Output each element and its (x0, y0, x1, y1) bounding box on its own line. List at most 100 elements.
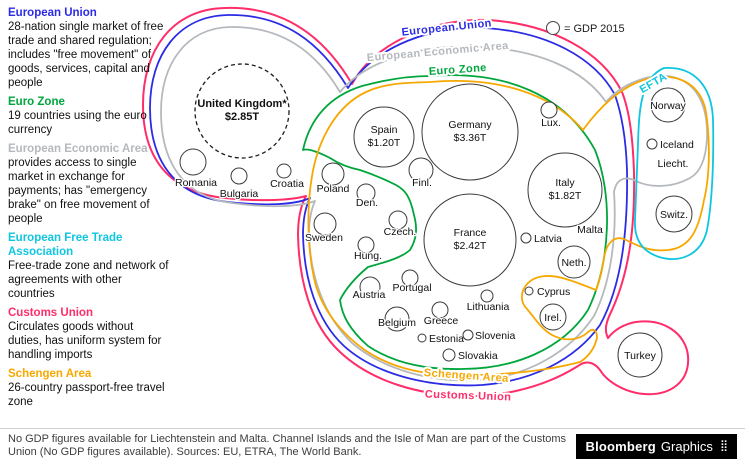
zone-path-efta (634, 67, 715, 260)
country-label-germany: Germany$3.36T (448, 119, 492, 144)
legend-section-customs-union: Customs Union Circulates goods without d… (8, 306, 169, 362)
country-estonia: Estonia (417, 332, 465, 346)
country-lithuania: Lithuania (465, 289, 511, 314)
country-circle-belgium (384, 306, 410, 332)
country-label-bulgaria: Bulgaria (220, 188, 259, 200)
country-hungary: Hung. (353, 236, 383, 263)
country-circle-italy (527, 152, 603, 228)
legend-desc-european-economic-area: European Economic Area provides access t… (8, 142, 169, 226)
country-finland: Finl. (408, 157, 434, 190)
country-label-belgium: Belgium (378, 317, 416, 329)
gdp-key-circle (546, 21, 560, 35)
country-label-czech-republic: Czech. (384, 226, 417, 238)
zone-label-schengen-area: Schengen Area (423, 367, 509, 385)
legend-section-euro-zone: Euro Zone 19 countries using the euro cu… (8, 95, 169, 137)
country-sweden: Sweden (304, 212, 344, 245)
country-label-greece: Greece (424, 315, 459, 327)
legend-title-european-union: European Union (8, 7, 97, 19)
country-poland: Poland (315, 162, 351, 196)
country-circle-norway (650, 87, 686, 123)
zone-label-euro-zone: Euro Zone (428, 62, 487, 78)
zone-path-european-economic-area (160, 26, 708, 382)
footnote: No GDP figures available for Liechtenste… (8, 433, 567, 458)
country-label-france: France$2.42T (454, 227, 487, 252)
legend-desc-efta: Free-trade zone and network of agreement… (8, 260, 169, 300)
country-label-slovakia: Slovakia (458, 350, 498, 362)
country-italy: Italy$1.82T (527, 152, 603, 228)
country-circle-finland (408, 157, 434, 183)
country-latvia: Latvia (520, 232, 563, 246)
country-slovenia: Slovenia (462, 329, 517, 343)
country-label-switzerland: Switz. (660, 209, 688, 221)
zone-label-customs-union: Customs Union (425, 388, 512, 403)
country-circle-austria (359, 276, 381, 298)
country-circle-netherlands (557, 245, 591, 279)
country-label-iceland: Iceland (660, 139, 694, 151)
country-label-denmark: Den. (356, 197, 378, 209)
country-romania: Romania (174, 148, 218, 190)
country-label-poland: Poland (317, 183, 350, 195)
legend-sidebar: European Union 28-nation single market o… (8, 6, 169, 414)
legend-desc-schengen-area: 26-country passport-free travel zone (8, 382, 165, 408)
country-netherlands: Neth. (557, 245, 591, 279)
country-croatia: Croatia (269, 163, 305, 191)
country-circle-greece (431, 301, 449, 319)
euler-diagram: United Kingdom*$2.85T Germany$3.36T France… (142, 6, 715, 406)
legend-title-customs-union: Customs Union (8, 307, 93, 319)
country-france: France$2.42T (423, 193, 517, 287)
country-circle-switzerland (655, 195, 693, 233)
country-label-portugal: Portugal (392, 282, 431, 294)
country-circle-lithuania (480, 289, 494, 303)
grid-icon: ⣿ (719, 440, 728, 452)
legend-section-efta: European Free Trade Association Free-tra… (8, 231, 169, 301)
country-germany: Germany$3.36T (421, 83, 519, 181)
country-malta: Malta (576, 223, 604, 238)
gdp-key: = GDP 2015 (546, 21, 626, 37)
country-czech-republic: Czech. (382, 210, 418, 239)
country-label-liechtenstein: Liecht. (658, 158, 689, 170)
countries: United Kingdom*$2.85T Germany$3.36T France… (174, 63, 695, 378)
country-label-ireland: Irel. (544, 312, 562, 324)
legend-section-european-union: European Union 28-nation single market o… (8, 6, 169, 90)
country-circle-iceland (646, 138, 658, 150)
country-liechtenstein: Liecht. (656, 157, 689, 172)
country-label-netherlands: Neth. (561, 257, 586, 269)
legend-section-european-economic-area: European Economic Area provides access t… (8, 142, 169, 226)
country-label-united-kingdom: United Kingdom*$2.85T (197, 98, 287, 123)
country-iceland: Iceland (646, 138, 695, 152)
country-label-finland: Finl. (412, 177, 432, 189)
country-circle-turkey (617, 332, 663, 378)
country-circle-hungary (357, 236, 375, 254)
country-label-turkey: Turkey (624, 350, 656, 362)
country-belgium: Belgium (377, 306, 417, 332)
legend-title-efta: European Free Trade Association (8, 232, 123, 258)
country-label-latvia: Latvia (534, 233, 562, 245)
country-norway: Norway (649, 87, 688, 123)
country-label-luxembourg: Lux. (541, 117, 561, 129)
country-bulgaria: Bulgaria (218, 167, 260, 201)
graphics-label: Graphics (660, 439, 713, 454)
country-cyprus: Cyprus (524, 285, 572, 299)
country-circle-romania (179, 148, 207, 176)
country-label-cyprus: Cyprus (537, 286, 570, 298)
country-label-estonia: Estonia (429, 333, 464, 345)
legend-title-european-economic-area: European Economic Area (8, 143, 148, 155)
bloomberg-wordmark: Bloomberg (585, 439, 656, 454)
country-austria: Austria (351, 276, 387, 302)
country-circle-croatia (276, 163, 292, 179)
legend-desc-european-union: 28-nation single market of free trade an… (8, 21, 164, 89)
country-circle-poland (321, 162, 345, 186)
zone-path-customs-union (142, 6, 690, 398)
bloomberg-logo: Bloomberg Graphics ⣿ (576, 434, 737, 459)
country-circle-ireland (539, 303, 567, 331)
country-greece: Greece (423, 301, 460, 328)
country-circle-estonia (417, 333, 427, 343)
country-circle-slovenia (462, 329, 474, 341)
country-circle-france (423, 193, 517, 287)
country-label-austria: Austria (353, 289, 386, 301)
country-spain: Spain$1.20T (353, 106, 415, 168)
country-label-romania: Romania (175, 177, 217, 189)
country-ireland: Irel. (539, 303, 567, 331)
country-label-croatia: Croatia (270, 178, 304, 190)
